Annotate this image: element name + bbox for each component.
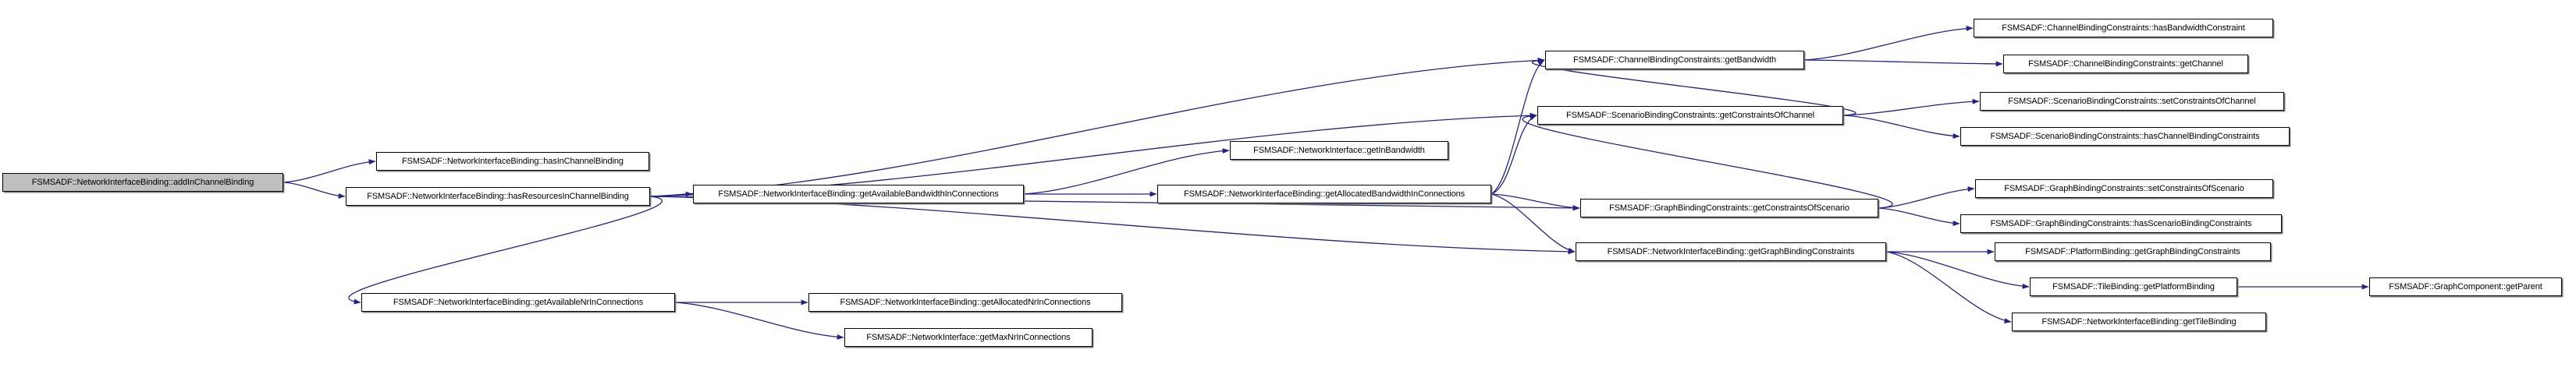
graph-edge [1885, 251, 2012, 323]
graph-edge [282, 159, 376, 183]
graph-edge [1522, 113, 1893, 209]
graph-node-label: FSMSADF::ScenarioBindingConstraints::has… [1990, 131, 2260, 141]
graph-node[interactable]: FSMSADF::ScenarioBindingConstraints::get… [1537, 106, 1843, 125]
graph-node-label: FSMSADF::GraphComponent::getParent [2389, 281, 2542, 291]
graph-node-label: FSMSADF::NetworkInterfaceBinding::getAva… [393, 297, 644, 307]
graph-edge [1878, 207, 1960, 226]
graph-node-label: FSMSADF::NetworkInterfaceBinding::getGra… [1607, 246, 1855, 256]
graph-node-label: FSMSADF::ScenarioBindingConstraints::set… [2008, 96, 2256, 106]
graph-node[interactable]: FSMSADF::ScenarioBindingConstraints::set… [1980, 92, 2284, 111]
graph-node-label: FSMSADF::GraphBindingConstraints::hasSce… [1990, 218, 2252, 228]
graph-node-label: FSMSADF::ChannelBindingConstraints::hasB… [2002, 23, 2245, 33]
graph-node-label: FSMSADF::NetworkInterfaceBinding::hasRes… [367, 191, 629, 201]
graph-edge [1023, 148, 1230, 195]
graph-edge [649, 57, 1545, 197]
graph-edge [1803, 59, 2003, 67]
graph-node-label: FSMSADF::NetworkInterfaceBinding::getAll… [1183, 189, 1466, 199]
graph-node[interactable]: FSMSADF::ScenarioBindingConstraints::has… [1960, 127, 2290, 146]
graph-node[interactable]: FSMSADF::NetworkInterfaceBinding::getAll… [808, 293, 1122, 312]
graph-node-label: FSMSADF::NetworkInterfaceBinding::getAll… [840, 297, 1091, 307]
graph-edge [649, 196, 1576, 255]
graph-edge [1491, 193, 1580, 211]
graph-edge [1531, 58, 1856, 116]
graph-node-label: FSMSADF::NetworkInterfaceBinding::getTil… [2041, 316, 2237, 327]
graph-edge [674, 302, 844, 340]
graph-node[interactable]: FSMSADF::NetworkInterfaceBinding::hasInC… [376, 152, 649, 171]
graph-node[interactable]: FSMSADF::NetworkInterfaceBinding::getAva… [693, 185, 1024, 203]
graph-node[interactable]: FSMSADF::ChannelBindingConstraints::hasB… [1974, 19, 2273, 37]
graph-node-label: FSMSADF::NetworkInterface::getMaxNrInCon… [866, 332, 1071, 342]
graph-node[interactable]: FSMSADF::PlatformBinding::getGraphBindin… [1995, 242, 2271, 261]
graph-node-label: FSMSADF::TileBinding::getPlatformBinding [2052, 281, 2215, 291]
graph-node[interactable]: FSMSADF::NetworkInterface::getMaxNrInCon… [844, 328, 1093, 347]
graph-node[interactable]: FSMSADF::NetworkInterfaceBinding::getTil… [2012, 313, 2266, 331]
graph-node-label: FSMSADF::GraphBindingConstraints::getCon… [1609, 203, 1849, 213]
graph-node[interactable]: FSMSADF::GraphBindingConstraints::hasSce… [1960, 214, 2282, 233]
graph-edge [1878, 186, 1975, 209]
graph-node[interactable]: FSMSADF::GraphBindingConstraints::setCon… [1975, 179, 2273, 198]
graph-edge [282, 182, 346, 199]
graph-node[interactable]: FSMSADF::GraphComponent::getParent [2369, 277, 2562, 296]
graph-node-label: FSMSADF::NetworkInterfaceBinding::addInC… [31, 177, 254, 187]
graph-node[interactable]: FSMSADF::NetworkInterfaceBinding::hasRes… [346, 187, 650, 206]
graph-node[interactable]: FSMSADF::NetworkInterfaceBinding::getAll… [1157, 185, 1491, 203]
graph-edge [1491, 193, 1576, 253]
graph-edge [348, 196, 663, 305]
graph-node-label: FSMSADF::ChannelBindingConstraints::getC… [2028, 58, 2223, 69]
graph-edge [1491, 59, 1545, 195]
graph-node[interactable]: FSMSADF::NetworkInterfaceBinding::addInC… [2, 173, 283, 192]
graph-node[interactable]: FSMSADF::TileBinding::getPlatformBinding [2030, 277, 2237, 296]
graph-node-label: FSMSADF::GraphBindingConstraints::setCon… [2004, 183, 2244, 193]
graph-node[interactable]: FSMSADF::GraphBindingConstraints::getCon… [1580, 199, 1878, 217]
graph-node[interactable]: FSMSADF::NetworkInterfaceBinding::getAva… [361, 293, 675, 312]
graph-edge [1842, 115, 1960, 140]
graph-node[interactable]: FSMSADF::NetworkInterfaceBinding::getGra… [1576, 242, 1886, 261]
graph-node-label: FSMSADF::PlatformBinding::getGraphBindin… [2025, 246, 2240, 256]
graph-edge [1803, 26, 1974, 61]
graph-edge [1842, 98, 1980, 116]
graph-node[interactable]: FSMSADF::NetworkInterface::getInBandwidt… [1230, 141, 1448, 160]
graph-node-label: FSMSADF::ChannelBindingConstraints::getB… [1573, 55, 1776, 65]
graph-edge [1491, 115, 1537, 195]
graph-node-label: FSMSADF::NetworkInterfaceBinding::hasInC… [402, 156, 624, 166]
graph-node-label: FSMSADF::ScenarioBindingConstraints::get… [1565, 110, 1815, 120]
graph-node[interactable]: FSMSADF::ChannelBindingConstraints::getC… [2003, 55, 2248, 73]
graph-node[interactable]: FSMSADF::ChannelBindingConstraints::getB… [1545, 51, 1804, 69]
graph-node-label: FSMSADF::NetworkInterface::getInBandwidt… [1253, 145, 1425, 155]
graph-node-label: FSMSADF::NetworkInterfaceBinding::getAva… [718, 189, 999, 199]
graph-edge [1885, 251, 2030, 289]
